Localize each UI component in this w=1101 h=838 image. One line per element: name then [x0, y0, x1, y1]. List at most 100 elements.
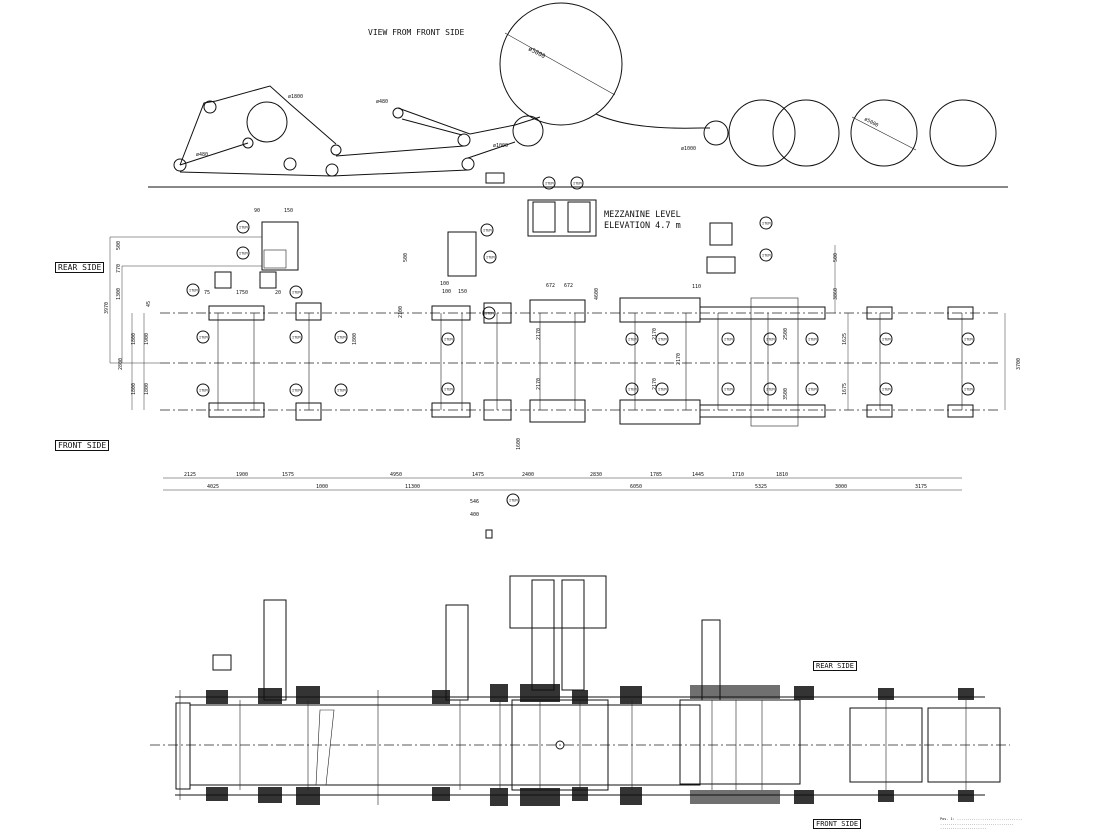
drive-units-plan — [214, 199, 736, 289]
main-frame-outline — [189, 704, 701, 786]
dim-top-8: 75 — [204, 290, 210, 296]
dim-left-9: 45 — [146, 301, 152, 307]
dim-top-3: 150 — [458, 289, 467, 295]
item-balloon-label: ITEM — [724, 338, 732, 342]
svg-text:11300: 11300 — [405, 484, 420, 490]
detailed-plan-view — [150, 575, 1010, 806]
footnote-line-3: ...................... — [940, 826, 987, 830]
svg-text:1710: 1710 — [732, 472, 744, 478]
item-balloon-label: ITEM — [337, 389, 345, 393]
dim-right-4: 1625 — [842, 333, 848, 345]
drive-tower-5 — [701, 619, 721, 701]
footnote-line-1: Pos. 1: ............................... — [940, 817, 1023, 821]
dim-top-7: 110 — [692, 284, 701, 290]
item-balloon-label: ITEM — [292, 389, 300, 393]
dim-top-5: 672 — [546, 283, 555, 289]
footnote-line-2: ................................... — [940, 821, 1014, 826]
item-balloon-label: ITEM — [808, 338, 816, 342]
item-balloon-label: ITEM — [882, 388, 890, 392]
item-balloon-label: ITEM — [486, 256, 494, 260]
item-balloon-label: ITEM — [239, 226, 247, 230]
dim-top-10: 20 — [275, 290, 281, 296]
svg-text:1575: 1575 — [282, 472, 294, 478]
item-balloon-label: ITEM — [964, 388, 972, 392]
web-path-2 — [179, 142, 249, 166]
footnote: Pos. 1: ............................... … — [940, 817, 1022, 831]
svg-text:1785: 1785 — [650, 472, 662, 478]
dim-right-6: 3700 — [1016, 358, 1022, 370]
dim-right-2: 2500 — [783, 328, 789, 340]
dim-top-4: 100 — [442, 289, 451, 295]
rear-side-label-bottom: REAR SIDE — [813, 661, 857, 671]
svg-text:1000: 1000 — [316, 484, 328, 490]
dim-right-1: 3860 — [833, 288, 839, 300]
winding-roll-3 — [850, 99, 918, 167]
dim-row-2: 4025 1000 11300 6050 5325 3000 3175 — [207, 484, 927, 490]
dim-right-3: 3500 — [783, 388, 789, 400]
dim-right-0: 500 — [833, 253, 839, 262]
winding-roll-2 — [772, 99, 840, 167]
item-balloon-label: ITEM — [485, 312, 493, 316]
dim-left-8: 1800 — [144, 383, 150, 395]
svg-text:1475: 1475 — [472, 472, 484, 478]
roll-label-1000b: ø1000 — [681, 146, 696, 152]
svg-text:2400: 2400 — [522, 472, 534, 478]
drive-tower-2 — [445, 604, 469, 701]
item-balloon-label: ITEM — [573, 182, 581, 186]
drive-tower-1 — [263, 599, 287, 701]
svg-text:1900: 1900 — [236, 472, 248, 478]
svg-text:1445: 1445 — [692, 472, 704, 478]
small-roll — [703, 120, 729, 146]
roll-label-mid: ø480 — [376, 99, 388, 105]
web-path-8 — [595, 113, 710, 129]
dim-top-2: 100 — [440, 281, 449, 287]
winding-roll-4 — [929, 99, 997, 167]
roll-label-left: ø480 — [196, 152, 208, 158]
web-path-5 — [397, 107, 541, 135]
item-balloon-label: ITEM — [444, 338, 452, 342]
dim-small-2: 4600 — [594, 288, 600, 300]
dim-right-5: 1675 — [842, 383, 848, 395]
item-balloon-label: ITEM — [199, 336, 207, 340]
dim-mid-2: 2170 — [536, 328, 542, 340]
item-balloon-label: ITEM — [337, 336, 345, 340]
small-part — [485, 529, 493, 539]
item-balloon-label: ITEM — [199, 389, 207, 393]
dim-mid-7: 1800 — [352, 333, 358, 345]
mezzanine-drive-frame — [509, 575, 607, 629]
dim-top-1: 150 — [284, 208, 293, 214]
dim-left-3: 770 — [116, 264, 122, 273]
large-drum — [499, 2, 623, 126]
dim-left-4: 500 — [116, 241, 122, 250]
bottom-roller-shafts — [179, 690, 967, 805]
drive-tower-4 — [561, 579, 585, 691]
svg-text:2830: 2830 — [590, 472, 602, 478]
svg-text:3000: 3000 — [835, 484, 847, 490]
item-balloons: ITEM ITEM ITEM ITEM ITEM ITEM ITEM ITEM ITEM ITEM… — [186, 176, 975, 507]
item-balloon-label: ITEM — [239, 252, 247, 256]
view-title: VIEW FROM FRONT SIDE — [368, 28, 465, 37]
mezzanine-note: MEZZANINE LEVEL ELEVATION 4.7 m — [604, 210, 681, 232]
item-balloon-label: ITEM — [882, 338, 890, 342]
dim-mid-1: 500 — [403, 253, 409, 262]
roll-1800 — [246, 101, 288, 143]
mezzanine-line-2: ELEVATION 4.7 m — [604, 221, 681, 231]
dim-mid-0: 2100 — [398, 306, 404, 318]
winder-section — [679, 699, 801, 785]
item-balloon-label: ITEM — [509, 499, 517, 503]
dim-mid-6: 2170 — [676, 353, 682, 365]
front-side-label-bottom: FRONT SIDE — [813, 819, 862, 829]
rear-bearing-blocks — [208, 297, 974, 324]
web-path-1 — [179, 85, 337, 166]
item-balloon-label: ITEM — [292, 336, 300, 340]
center-mark — [555, 740, 565, 750]
dim-left-1: 1300 — [116, 288, 122, 300]
item-balloon-label: ITEM — [444, 388, 452, 392]
svg-text:6050: 6050 — [630, 484, 642, 490]
svg-text:2125: 2125 — [184, 472, 196, 478]
dim-left-5: 1800 — [131, 333, 137, 345]
end-frame — [175, 702, 191, 790]
item-balloon-label: ITEM — [808, 388, 816, 392]
web-path-3 — [179, 169, 469, 177]
